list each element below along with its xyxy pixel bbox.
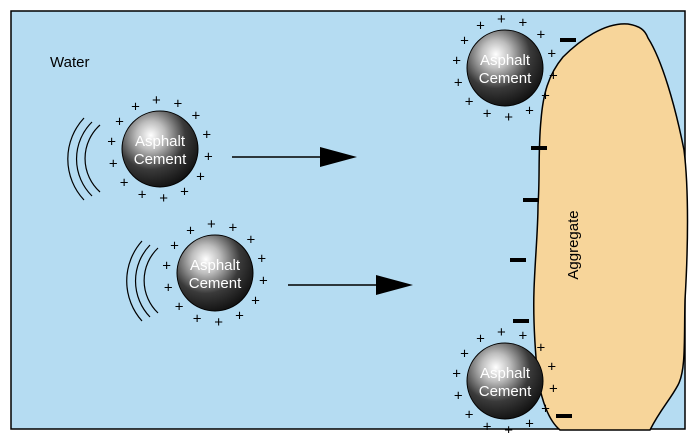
positive-charge: + [251, 293, 260, 310]
positive-charge: + [174, 95, 183, 112]
particle-label-line2: Cement [479, 383, 532, 400]
positive-charge: + [452, 53, 461, 70]
particle-label-line1: Asphalt [480, 52, 531, 69]
positive-charge: + [476, 331, 485, 348]
positive-charge: + [247, 232, 256, 249]
positive-charge: + [202, 127, 211, 144]
particle-label-line2: Cement [134, 151, 187, 168]
positive-charge: + [483, 106, 492, 123]
positive-charge: + [115, 113, 124, 130]
positive-charge: + [497, 324, 506, 341]
negative-charge [531, 146, 547, 150]
positive-charge: + [109, 155, 118, 172]
positive-charge: + [207, 216, 216, 233]
positive-charge: + [549, 67, 558, 84]
positive-charge: + [476, 18, 485, 35]
positive-charge: + [465, 406, 474, 423]
positive-charge: + [525, 102, 534, 119]
positive-charge: + [214, 314, 223, 331]
positive-charge: + [152, 92, 161, 109]
positive-charge: + [497, 11, 506, 28]
positive-charge: + [537, 340, 546, 357]
arrow-1 [232, 147, 357, 167]
positive-charge: + [196, 169, 205, 186]
positive-charge: + [204, 148, 213, 165]
motion-lines-1 [67, 117, 101, 201]
water-label: Water [50, 54, 89, 71]
particle-sphere [176, 234, 254, 312]
positive-charge: + [547, 359, 556, 376]
negative-charge [513, 319, 529, 323]
particle-sphere [466, 29, 544, 107]
negative-charge [523, 198, 539, 202]
negative-charges [510, 38, 576, 418]
positive-charge: + [257, 251, 266, 268]
positive-charge: + [452, 366, 461, 383]
positive-charge: + [465, 93, 474, 110]
positive-charge: + [525, 415, 534, 432]
positive-charge: + [235, 307, 244, 324]
positive-charge: + [186, 223, 195, 240]
particles-layer: ++++++++++++++AsphaltCement+++++++++++++… [107, 11, 558, 438]
positive-charge: + [170, 237, 179, 254]
negative-charge [510, 258, 526, 262]
positive-charge: + [541, 88, 550, 105]
positive-charge: + [164, 279, 173, 296]
negative-charge [560, 38, 576, 42]
particle-label-line2: Cement [189, 275, 242, 292]
positive-charge: + [162, 258, 171, 275]
arrow-2 [288, 275, 413, 295]
particle-sphere [466, 342, 544, 420]
aggregate-label: Aggregate [565, 210, 582, 279]
positive-charge: + [454, 74, 463, 91]
positive-charge: + [138, 187, 147, 204]
particle-label-line1: Asphalt [480, 365, 531, 382]
positive-charge: + [504, 422, 513, 433]
motion-lines-2 [126, 240, 159, 322]
positive-charge: + [519, 327, 528, 344]
positive-charge: + [504, 109, 513, 126]
positive-charge: + [519, 14, 528, 31]
positive-charge: + [131, 99, 140, 116]
positive-charge: + [229, 219, 238, 236]
particle-label-line1: Asphalt [135, 133, 186, 150]
aggregate-shape [532, 23, 689, 431]
positive-charge: + [120, 174, 129, 191]
positive-charges: ++++++++++++++ [107, 92, 213, 207]
positive-charge: + [193, 311, 202, 328]
positive-charges: ++++++++++++++ [452, 324, 558, 438]
particle-label-line1: Asphalt [190, 257, 241, 274]
positive-charge: + [180, 183, 189, 200]
positive-charge: + [175, 298, 184, 315]
positive-charge: + [107, 134, 116, 151]
positive-charge: + [192, 108, 201, 125]
particle-label-line2: Cement [479, 70, 532, 87]
positive-charges: ++++++++++++++ [452, 11, 558, 126]
positive-charge: + [483, 419, 492, 433]
positive-charge: + [547, 46, 556, 63]
positive-charge: + [159, 190, 168, 207]
negative-charge [556, 414, 572, 418]
positive-charge: + [454, 387, 463, 404]
particle-sphere [121, 110, 199, 188]
positive-charge: + [549, 380, 558, 397]
positive-charge: + [460, 345, 469, 362]
positive-charge: + [460, 32, 469, 49]
positive-charges: ++++++++++++++ [162, 216, 268, 331]
positive-charge: + [537, 27, 546, 44]
positive-charge: + [259, 272, 268, 289]
positive-charge: + [541, 401, 550, 418]
